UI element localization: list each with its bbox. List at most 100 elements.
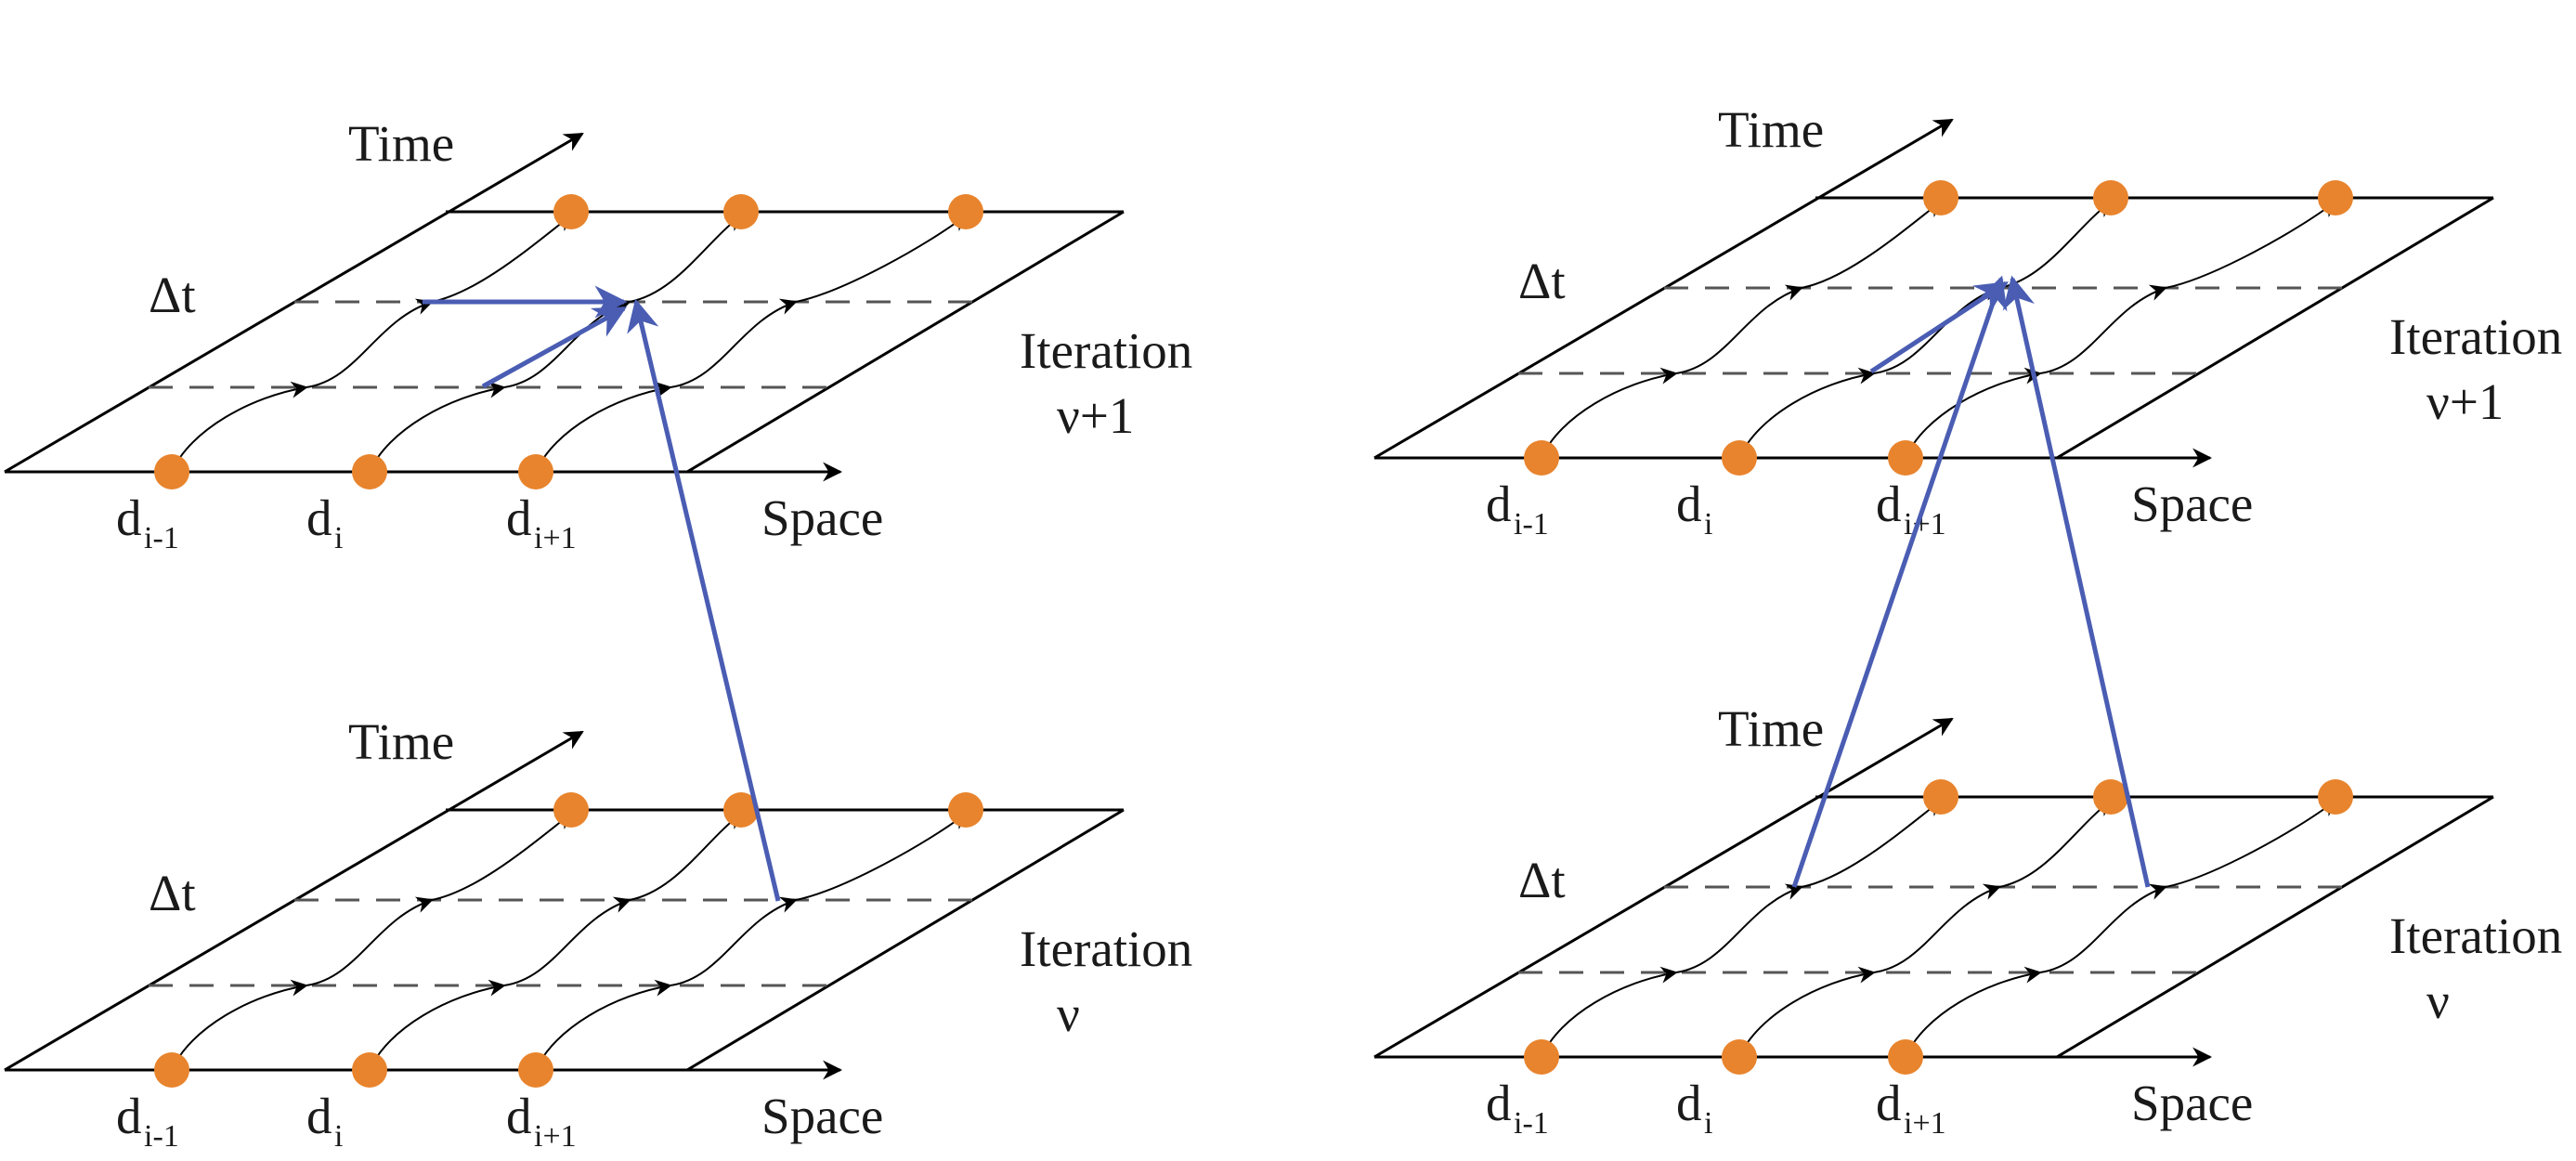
trajectory-segment [2039,284,2167,374]
initial-condition-node [1888,440,1923,476]
grid-point-label: d [1876,476,1902,532]
grid-point-label: d [1676,476,1702,532]
grid-point-label: d [1876,1075,1902,1131]
grid-point-subscript: i [1704,1106,1712,1141]
iteration-label: Iteration [1020,322,1192,379]
grid-point-subscript: i-1 [1514,1106,1549,1141]
grid-point-label: d [1486,1075,1512,1131]
trajectory-segment [1801,200,1943,289]
trajectory-segment [431,812,573,901]
initial-condition-node [518,1052,553,1088]
trajectory-segment [1998,799,2113,888]
grid-point-subscript: i+1 [1904,1106,1946,1141]
trajectory-segment [306,298,434,388]
trajectory-segment [171,979,308,1071]
initial-condition-node [352,454,387,489]
coarse-dependency-arrow [481,306,628,389]
trajectory-segment [1675,284,1803,374]
initial-condition-node [1524,1039,1559,1075]
solution-node [2318,180,2353,215]
time-axis-label: Time [1718,700,1824,757]
iteration-number-label: ν+1 [2426,373,2504,430]
initial-condition-node [154,1052,189,1088]
grid-point-subscript: i [1704,507,1712,541]
space-axis-label: Space [2131,1075,2253,1131]
trajectory-segment [795,214,968,303]
solution-node [553,792,589,828]
solution-node [723,194,759,229]
trajectory-segment [431,214,573,303]
time-axis-label: Time [1718,101,1824,158]
solution-node [723,792,759,828]
fine-dependency-arrow [2002,275,2151,888]
trajectory-segment [1738,367,1876,459]
initial-condition-node [518,454,553,489]
solution-node [1923,180,1958,215]
dependency-links-layer [423,275,2151,902]
initial-condition-node [1722,440,1757,476]
time-axis-label: Time [348,115,454,172]
trajectory-segment [629,812,743,901]
iteration-label: Iteration [1020,920,1192,977]
delta-t-label: Δt [1518,253,1566,309]
time-axis-arrow [1373,717,1954,1059]
iteration-label: Iteration [2389,907,2562,964]
grid-point-label: d [306,1088,332,1144]
solution-node [2318,779,2353,815]
trajectory-segment [1541,367,1678,459]
grid-point-label: d [116,489,142,546]
initial-condition-node [154,454,189,489]
space-axis-label: Space [761,1088,883,1144]
trajectory-segment [1801,799,1943,888]
trajectory-segment [2039,883,2167,973]
solution-node [2093,779,2128,815]
time-axis-arrow [4,730,584,1072]
delta-t-label: Δt [1518,852,1566,908]
trajectory-segment [1998,200,2113,289]
grid-point-label: d [506,489,532,546]
grid-point-label: d [506,1088,532,1144]
trajectory-segment [670,298,798,388]
space-axis-label: Space [2131,476,2253,532]
grid-point-subscript: i+1 [534,1119,577,1154]
plane-right-edge [686,808,1125,1072]
trajectory-segment [2165,799,2337,888]
trajectory-segment [670,896,798,986]
trajectory-segment [1873,883,2001,973]
initial-condition-node [1524,440,1559,476]
grid-point-subscript: i-1 [144,521,179,555]
plane-right-edge [686,210,1125,474]
plane-right-edge [2056,795,2494,1059]
space-axis-label: Space [761,489,883,546]
trajectory-segment [369,381,506,473]
grid-point-label: d [1486,476,1512,532]
solution-node [2093,180,2128,215]
trajectory-segment [306,896,434,986]
initial-condition-node [352,1052,387,1088]
trajectory-segment [1905,966,2042,1058]
fine-dependency-arrow [627,298,781,902]
plane-right-edge [2056,196,2494,460]
delta-t-label: Δt [149,865,196,921]
trajectory-segment [535,979,672,1071]
trajectory-segment [369,979,506,1071]
trajectory-segment [503,896,631,986]
trajectory-segment [171,381,308,473]
delta-t-label: Δt [149,267,196,323]
grid-point-label: d [116,1088,142,1144]
trajectory-segment [535,381,672,473]
fine-dependency-arrow [1791,275,2008,888]
iteration-number-label: ν [2426,972,2450,1029]
trajectory-segment [629,214,743,303]
grid-point-subscript: i-1 [1514,507,1549,541]
initial-condition-node [1888,1039,1923,1075]
iteration-number-label: ν+1 [1057,387,1134,444]
trajectory-segment [1738,966,1876,1058]
trajectory-segment [1541,966,1678,1058]
iteration-label: Iteration [2389,308,2562,365]
